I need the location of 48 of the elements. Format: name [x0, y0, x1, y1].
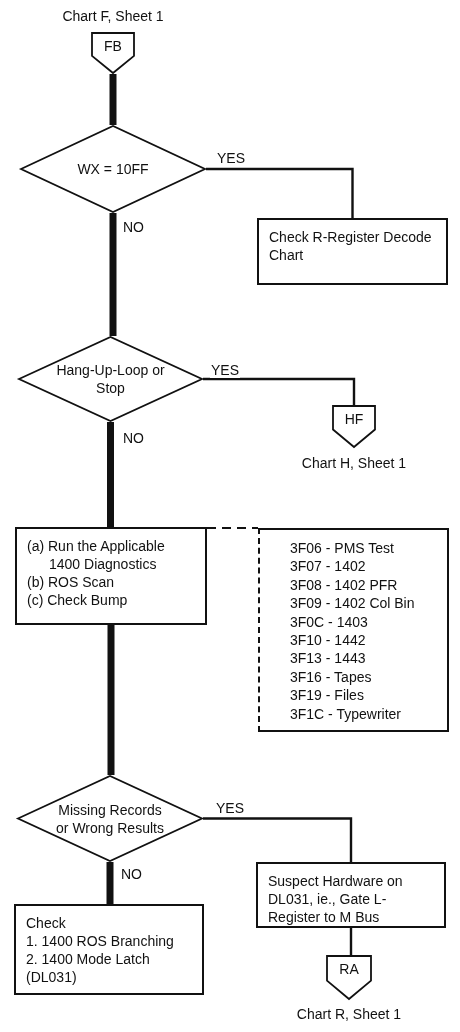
list-item: 3F10 - 1442: [290, 631, 367, 650]
list-item: 3F09 - 1402 Col Bin: [290, 594, 416, 613]
step-text: (c) Check Bump: [27, 591, 129, 609]
process-box: [14, 904, 204, 995]
edge-label: NO: [120, 866, 143, 882]
list-item: 3F06 - PMS Test: [290, 539, 395, 558]
process-box: [257, 218, 448, 285]
process-box: [256, 862, 446, 928]
decision-text: Missing Records or Wrong Results: [55, 800, 165, 837]
edge-label: YES: [216, 150, 246, 166]
step-text: (b) ROS Scan: [27, 573, 116, 591]
list-item: 3F16 - Tapes: [290, 667, 373, 687]
flow-line: [203, 817, 353, 862]
list-item: 3F13 - 1443: [290, 649, 367, 668]
step-text: 2. 1400 Mode Latch (DL031): [26, 950, 151, 986]
flow-line: [107, 422, 114, 527]
flow-line: [109, 213, 117, 336]
flow-line: [206, 167, 354, 218]
connector-label: HF: [343, 411, 365, 427]
decision-text: Hang-Up-Loop or Stop: [55, 361, 166, 397]
list-item: 3F0C - 1403: [290, 612, 369, 632]
page-reference: Chart R, Sheet 1: [296, 1006, 402, 1022]
decision-text: WX = 10FF: [77, 160, 149, 178]
page-reference: Chart F, Sheet 1: [62, 8, 164, 24]
flow-line: [107, 625, 115, 775]
flow-line: [106, 862, 114, 904]
list-item: 3F08 - 1402 PFR: [290, 575, 399, 595]
list-item: 3F07 - 1402: [290, 557, 367, 576]
step-text: 1. 1400 ROS Branching: [26, 932, 175, 950]
list-item: 3F1C - Typewriter: [290, 704, 402, 724]
step-text: Suspect Hardware on DL031, ie., Gate L-Register to M Bus: [268, 872, 404, 926]
dashed-connector: [206, 527, 259, 529]
edge-label: NO: [122, 430, 145, 446]
process-box: [15, 527, 207, 625]
step-text: Check: [26, 914, 67, 932]
connector-label: RA: [338, 961, 360, 977]
step-text: (a) Run the Applicable 1400 Diagnostics: [27, 537, 166, 573]
list-item: 3F19 - Files: [290, 686, 365, 705]
flow-line: [203, 377, 356, 405]
edge-label: YES: [210, 362, 240, 378]
flow-line: [349, 928, 353, 955]
edge-label: YES: [215, 800, 245, 816]
flow-line: [109, 74, 117, 125]
step-text: Check R-Register Decode Chart: [269, 228, 433, 264]
annotation-box: [258, 528, 449, 732]
edge-label: NO: [122, 219, 145, 235]
connector-label: FB: [103, 38, 123, 54]
page-reference: Chart H, Sheet 1: [301, 455, 407, 471]
